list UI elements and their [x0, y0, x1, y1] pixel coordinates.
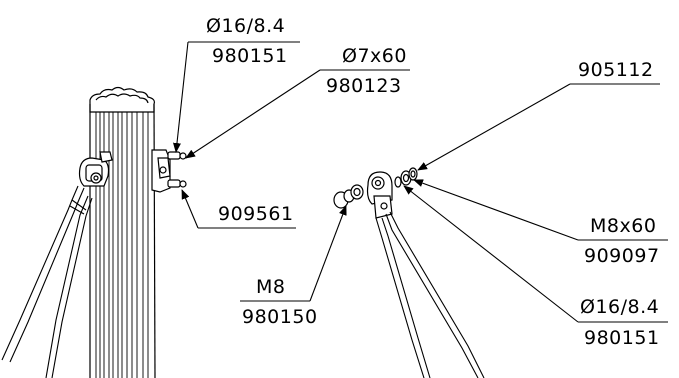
- post-bracket: [151, 149, 187, 193]
- labels: Ø16/8.4 980151 Ø7x60 980123 909561 90511…: [206, 15, 660, 349]
- left-clamp: [78, 151, 113, 187]
- label-washer-bottom-code: 980151: [584, 327, 660, 349]
- left-cables: [1, 185, 93, 378]
- label-nut-code: 980150: [242, 306, 318, 328]
- label-washer-top-dim: Ø16/8.4: [206, 15, 285, 37]
- aluminium-post: [89, 86, 156, 378]
- label-pin-code: 980123: [326, 75, 402, 97]
- nut-m8: [333, 184, 364, 209]
- label-washer-top-code: 980151: [212, 45, 288, 67]
- leader-lines: [172, 41, 668, 323]
- label-bolt-code: 909097: [584, 245, 660, 267]
- right-washers: [394, 167, 418, 188]
- label-washer-right-code: 905112: [578, 59, 654, 81]
- right-clamp: [366, 171, 393, 219]
- label-washer-bottom-dim: Ø16/8.4: [580, 296, 659, 318]
- label-bolt-dim: M8x60: [590, 215, 656, 237]
- label-nut-dim: M8: [256, 276, 285, 298]
- right-cables: [375, 211, 485, 378]
- label-pin-dim: Ø7x60: [342, 45, 407, 67]
- label-clamp-code: 909561: [218, 203, 294, 225]
